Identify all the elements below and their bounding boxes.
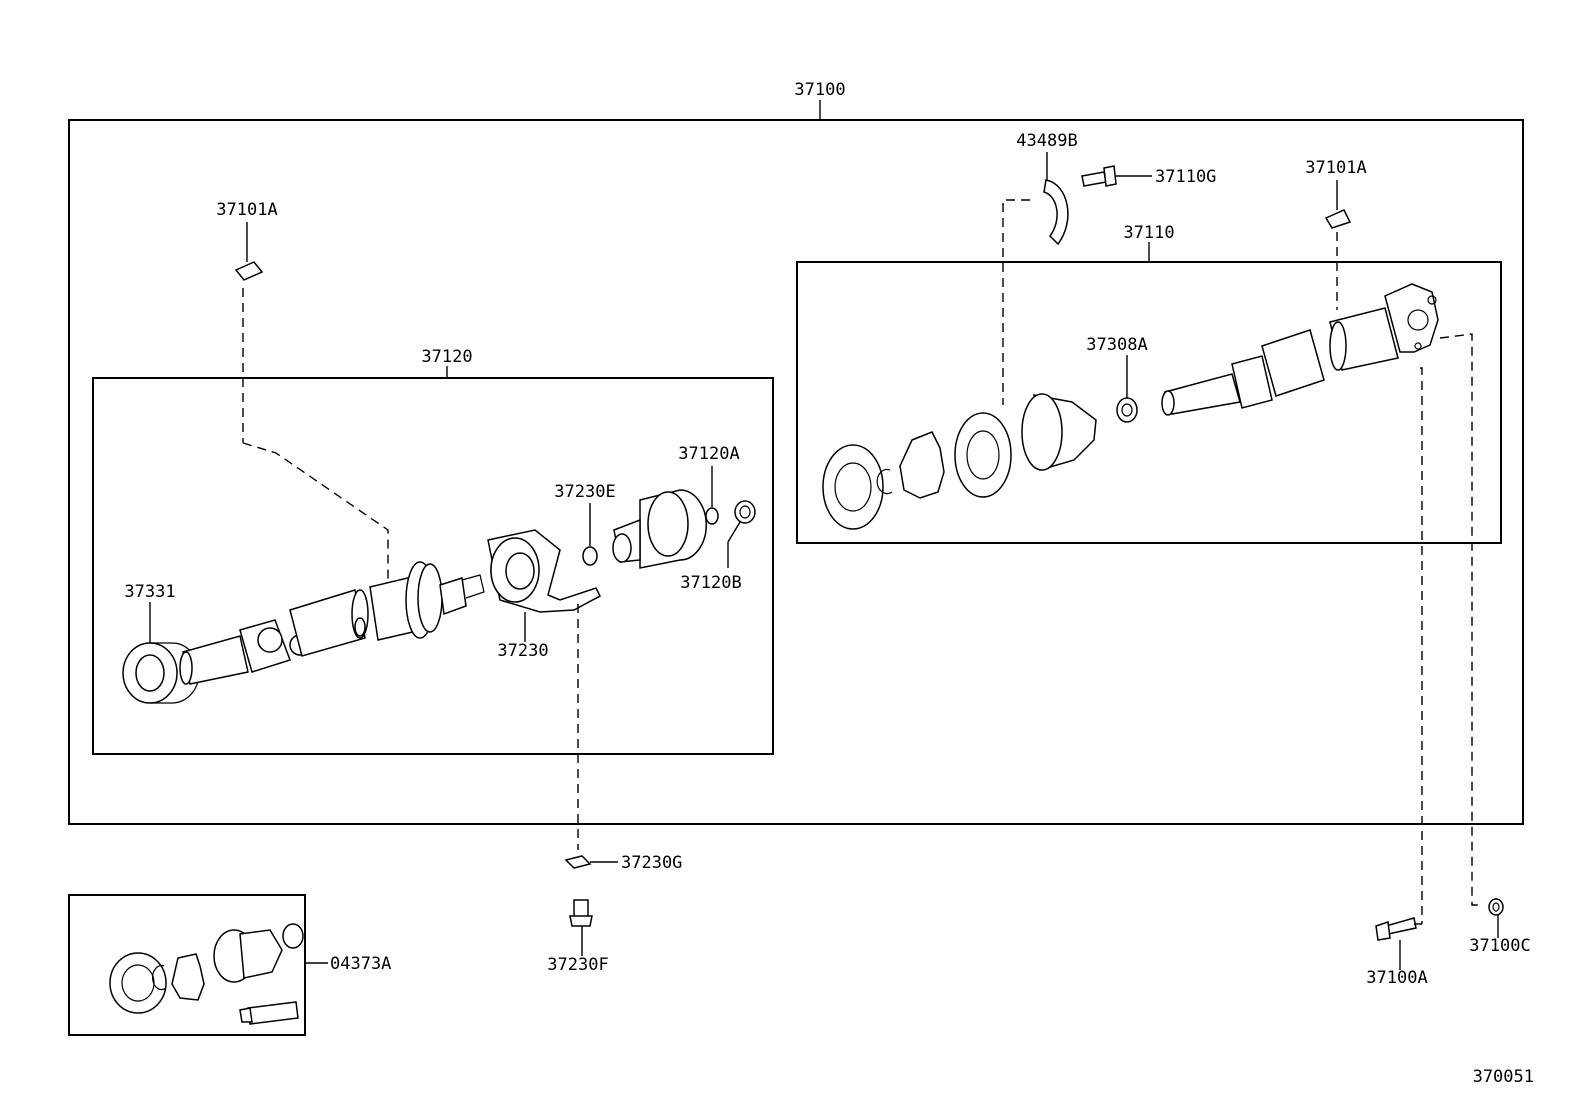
label-nut-front: 37120B: [680, 573, 741, 593]
label-flange-bolt: 37100A: [1366, 968, 1427, 988]
boot-kit-parts: [109, 923, 304, 1025]
front-shaft-part: [179, 561, 485, 685]
label-assembly: 37100: [794, 80, 845, 100]
bracket-bolt-part: [569, 899, 593, 927]
assembly-frame: [68, 119, 1524, 825]
bracket-washer-part: [564, 855, 592, 869]
front-flange-part: [612, 489, 707, 569]
label-boot-kit: 04373A: [330, 954, 391, 974]
hole-cover-left-part: [234, 261, 264, 281]
label-dust-deflector: 37331: [124, 582, 175, 602]
hole-cover-right-part: [1324, 209, 1352, 229]
label-hole-cover-left: 37101A: [216, 200, 277, 220]
label-rear-shaft: 37110: [1123, 223, 1174, 243]
center-bearing-part: [487, 529, 601, 613]
snap-ring-part: [1043, 179, 1069, 246]
label-spacer: 37230E: [554, 482, 615, 502]
rear-bolt-part: [1081, 165, 1117, 187]
washer-front-part: [705, 507, 719, 525]
rear-shaft-part: [1161, 283, 1439, 416]
label-flange-nut: 37100C: [1469, 936, 1530, 956]
nut-front-part: [734, 500, 756, 524]
flange-nut-part: [1488, 898, 1504, 916]
label-snap-ring: 43489B: [1016, 131, 1077, 151]
label-figure-code: 370051: [1473, 1067, 1534, 1087]
label-bracket-bolt: 37230F: [547, 955, 608, 975]
label-rear-bolt: 37110G: [1155, 167, 1216, 187]
label-front-shaft: 37120: [421, 347, 472, 367]
label-hole-cover-right: 37101A: [1305, 158, 1366, 178]
label-washer-front: 37120A: [678, 444, 739, 464]
dust-deflector-part: [122, 642, 200, 704]
cv-joint-parts: [822, 393, 1138, 530]
label-hanger-bracket: 37230: [497, 641, 548, 661]
label-bracket-washer: 37230G: [621, 853, 682, 873]
flange-bolt-part: [1375, 917, 1417, 941]
front-shaft-frame: [92, 377, 774, 755]
label-joint-nut: 37308A: [1086, 335, 1147, 355]
spacer-part: [582, 546, 598, 566]
boot-kit-frame: [68, 894, 306, 1036]
